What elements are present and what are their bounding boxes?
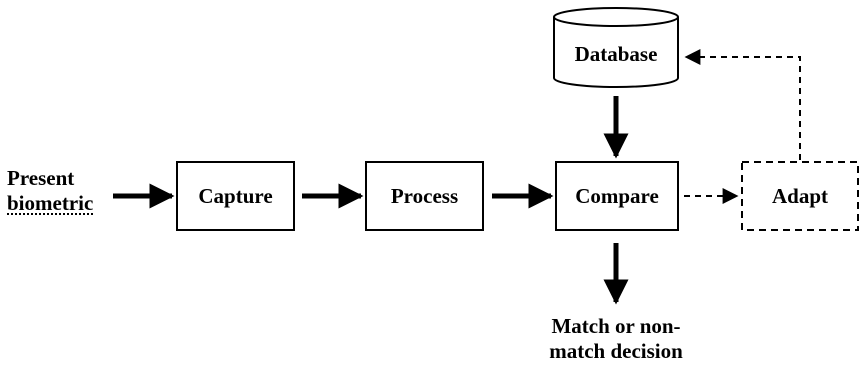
output-label: Match or non- match decision [520,314,712,364]
compare-box [555,161,679,231]
capture-box [176,161,295,231]
adapt-label: Adapt [771,183,829,208]
compare-label: Compare [575,183,659,208]
arrow-adapt-to-database [684,49,801,160]
database-label: Database [574,41,658,66]
input-label-line1: Present [7,166,75,190]
output-label-line2: match decision [549,339,683,363]
input-label-line2: biometric [7,191,94,215]
capture-label: Capture [198,183,273,208]
input-label: Present biometric [7,166,93,216]
adapt-box [741,161,859,231]
output-label-line1: Match or non- [551,314,681,338]
database-cylinder [553,7,679,88]
process-box [365,161,484,231]
process-label: Process [390,183,459,208]
